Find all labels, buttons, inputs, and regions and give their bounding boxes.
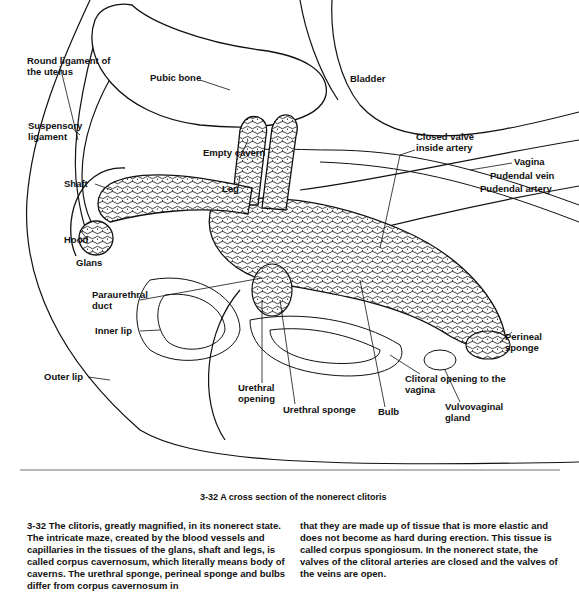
part-label: Urethral opening (238, 382, 293, 404)
description-text: 3-32 The clitoris, greatly magnified, in… (27, 520, 289, 592)
bladder-wall (332, 0, 579, 136)
part-label: Hood (64, 234, 104, 245)
part-label: Perineal sponge (505, 331, 560, 353)
inner-lip-fold (158, 294, 225, 349)
part-label: Vulvovaginal gland (445, 401, 515, 423)
part-label: Clitoral opening to the vagina (405, 373, 515, 395)
part-label: Paraurethral duct (92, 289, 152, 311)
perineal-sponge (466, 331, 510, 359)
part-label: Empty cavern (203, 147, 283, 158)
part-label: Outer lip (44, 371, 104, 382)
part-label: Closed valve inside artery (416, 131, 486, 153)
part-label: Glans (76, 257, 116, 268)
part-label: Shaft (64, 178, 104, 189)
frame-rule (20, 470, 560, 471)
pudendal-vein (330, 150, 579, 205)
urethral-sponge (252, 264, 292, 316)
leader-line (95, 184, 112, 190)
leader-line (200, 80, 230, 90)
leader-line (360, 280, 385, 407)
pudendal-artery (320, 162, 579, 222)
part-label: Urethral sponge (283, 404, 373, 415)
leader-line (140, 278, 262, 300)
inner-lip-fold (250, 316, 402, 376)
bladder-wall (300, 0, 338, 100)
description-text: that they are made up of tissue that is … (300, 520, 562, 580)
leader-lines (60, 66, 512, 407)
leader-line (390, 355, 420, 374)
part-label: Pudendal artery (480, 183, 570, 194)
leader-line (140, 330, 160, 331)
bladder (300, 0, 579, 136)
part-label: Pubic bone (150, 72, 230, 83)
outer-contour (27, 0, 579, 464)
leader-line (262, 300, 263, 383)
figure-caption: 3-32 A cross section of the nonerect cli… (200, 492, 386, 502)
part-label: Round ligament of the uterus (27, 55, 122, 77)
vulvovaginal-gland (424, 350, 456, 370)
inner-lip-fold (137, 278, 240, 360)
part-label: Leg (222, 183, 262, 194)
body-outline (27, 0, 579, 464)
leader-line (380, 150, 415, 248)
part-label: Suspensory ligament (28, 120, 98, 142)
leg (262, 115, 297, 210)
leader-line (470, 163, 512, 170)
part-label: Inner lip (95, 325, 155, 336)
part-label: Bladder (350, 73, 410, 84)
shaft (98, 175, 252, 222)
part-label: Bulb (378, 406, 418, 417)
pubic-bone (92, 4, 326, 127)
part-label: Pudendal vein (490, 170, 570, 181)
leader-line (280, 300, 295, 404)
part-label: Vagina (514, 156, 564, 167)
leader-line (88, 377, 110, 380)
